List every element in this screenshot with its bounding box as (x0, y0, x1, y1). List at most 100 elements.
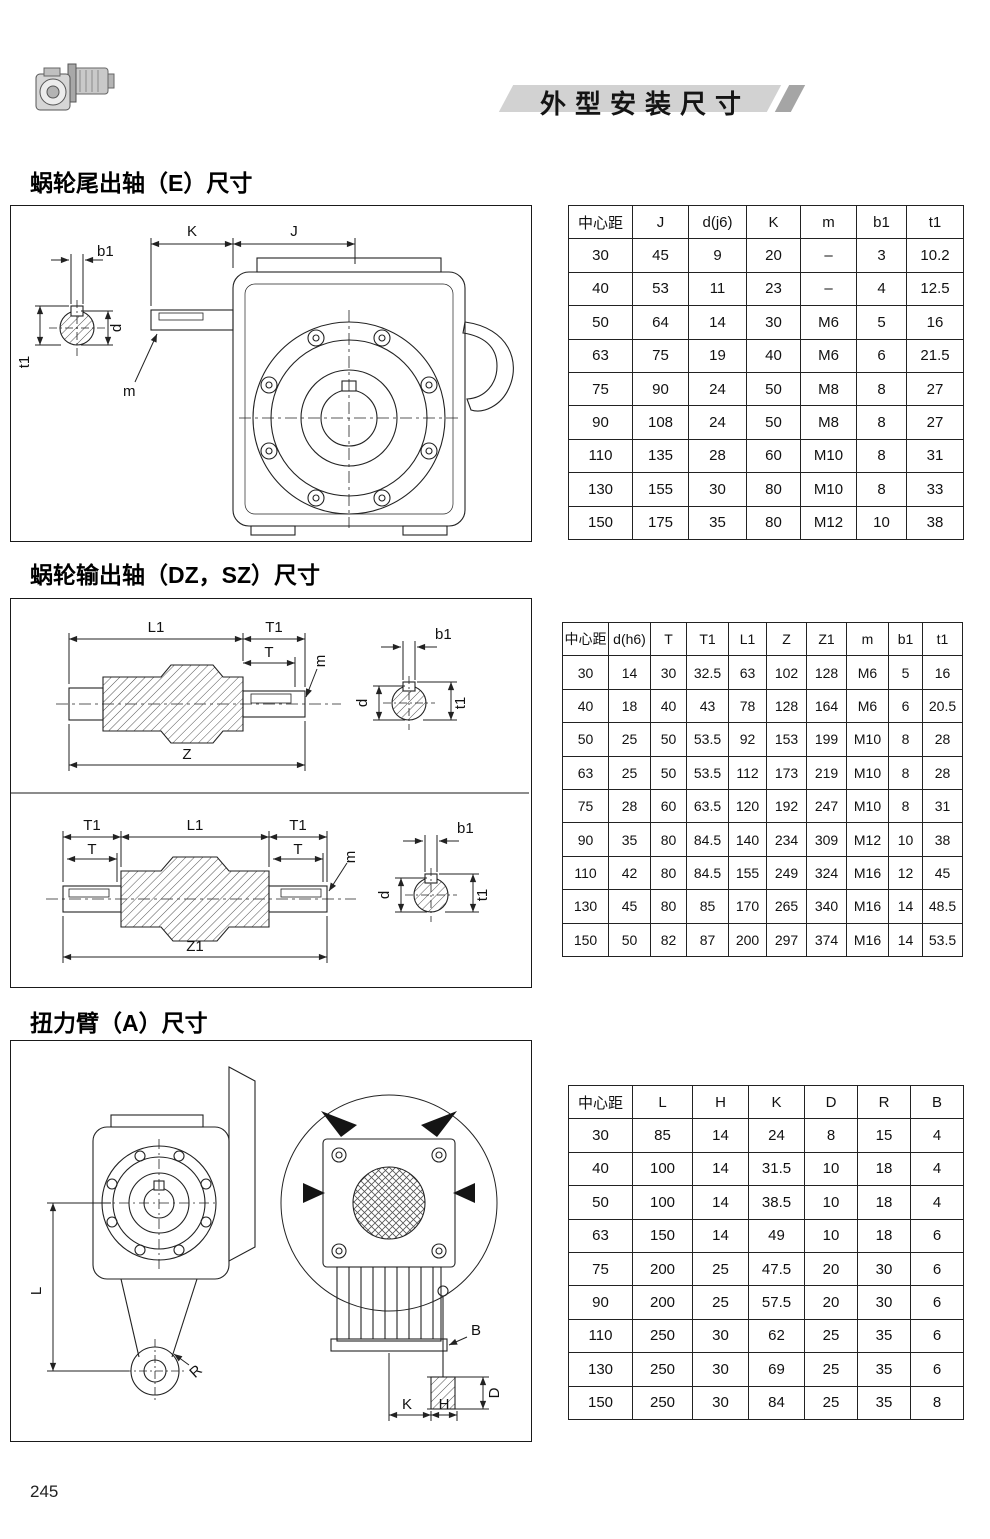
table-cell: M16 (846, 922, 889, 957)
table-cell: 249 (766, 855, 807, 891)
table-cell: M10 (846, 722, 889, 757)
table-cell: 47.5 (748, 1251, 805, 1287)
table-cell: 128 (806, 655, 847, 690)
table-cell: 64 (632, 305, 689, 340)
table-cell: 12 (888, 855, 923, 891)
table-cell: 38 (906, 505, 964, 540)
dim-label-m-bottom: m (342, 851, 359, 864)
table-cell: 25 (804, 1352, 858, 1387)
dim-label-t1-top: T1 (265, 619, 283, 636)
table-header-cell: t1 (922, 621, 963, 657)
dim-label-t1: t1 (16, 356, 33, 369)
table-cell: 45 (922, 855, 963, 891)
banner-tail (774, 85, 806, 112)
table-cell: M6 (800, 338, 857, 373)
table-cell: 135 (632, 438, 689, 474)
drawing-torque-arm: L R B K H D (10, 1040, 532, 1442)
table-header-cell: 中心距 (568, 1084, 633, 1120)
table-cell: 6 (910, 1318, 964, 1354)
table-cell: 40 (568, 271, 633, 307)
dim-label-d: D (486, 1387, 503, 1398)
table-cell: 200 (632, 1251, 693, 1287)
table-cell: 10 (804, 1185, 858, 1220)
table-cell: 24 (688, 371, 747, 407)
table-cell: 30 (650, 655, 687, 690)
table-cell: 8 (856, 472, 907, 507)
table-cell: 30 (692, 1318, 749, 1354)
table-cell: M6 (846, 688, 889, 724)
table-cell: 18 (608, 688, 651, 724)
table-cell: 75 (568, 1251, 633, 1287)
table-cell: 10.2 (906, 238, 964, 273)
table-cell: 27 (906, 371, 964, 407)
table-cell: 24 (748, 1118, 805, 1153)
table-cell: 90 (568, 1285, 633, 1320)
table-cell: 8 (804, 1118, 858, 1153)
table-cell: 85 (686, 889, 729, 924)
table-cell: 35 (688, 505, 747, 540)
table-cell: 40 (650, 688, 687, 724)
table-cell: 100 (632, 1151, 693, 1187)
table-cell: 250 (632, 1318, 693, 1354)
table-cell: 150 (632, 1218, 693, 1253)
table-cell: 75 (568, 371, 633, 407)
table-cell: M10 (846, 755, 889, 790)
table-cell: 14 (692, 1218, 749, 1253)
table-cell: 50 (746, 371, 801, 407)
dim-label-l1: L1 (148, 619, 165, 636)
table-header-cell: T (650, 621, 687, 657)
table-cell: 130 (568, 472, 633, 507)
table-cell: 80 (650, 822, 687, 857)
table-cell: 80 (650, 855, 687, 891)
table-cell: 14 (692, 1185, 749, 1220)
table-cell: 234 (766, 822, 807, 857)
table-cell: 14 (888, 889, 923, 924)
dim-label-t: T (264, 644, 273, 661)
dim-label-t1-section: t1 (452, 697, 469, 710)
table-header-cell: d(h6) (608, 621, 651, 657)
table-header-cell: K (748, 1084, 805, 1120)
table-cell: 23 (746, 271, 801, 307)
page-number: 245 (30, 1482, 59, 1501)
table-cell: 62 (748, 1318, 805, 1354)
table-cell: 49 (748, 1218, 805, 1253)
table-cell: 63 (562, 755, 609, 790)
table-cell: 20 (804, 1285, 858, 1320)
table-cell: 82 (650, 922, 687, 957)
table-cell: 6 (856, 338, 907, 373)
table-cell: 309 (806, 822, 847, 857)
dim-label-j: J (290, 223, 298, 240)
table-cell: 40 (746, 338, 801, 373)
dim-label-k: K (187, 223, 197, 240)
table-cell: 20 (746, 238, 801, 273)
table-cell: 6 (910, 1352, 964, 1387)
section-heading-torque-arm: 扭力臂（A）尺寸 (30, 1010, 208, 1036)
table-cell: 25 (692, 1285, 749, 1320)
table-cell: M12 (846, 822, 889, 857)
table-cell: 250 (632, 1352, 693, 1387)
table-cell: 38 (922, 822, 963, 857)
table-header-cell: Z1 (806, 621, 847, 657)
table-cell: 50 (568, 1185, 633, 1220)
table-cell: 33 (906, 472, 964, 507)
table-cell: 6 (910, 1285, 964, 1320)
table-cell: 31 (906, 438, 964, 474)
dim-label-m: m (123, 383, 136, 400)
table-cell: 9 (688, 238, 747, 273)
table-cell: 27 (906, 405, 964, 440)
table-cell: 10 (804, 1218, 858, 1253)
table-header-cell: L1 (728, 621, 767, 657)
